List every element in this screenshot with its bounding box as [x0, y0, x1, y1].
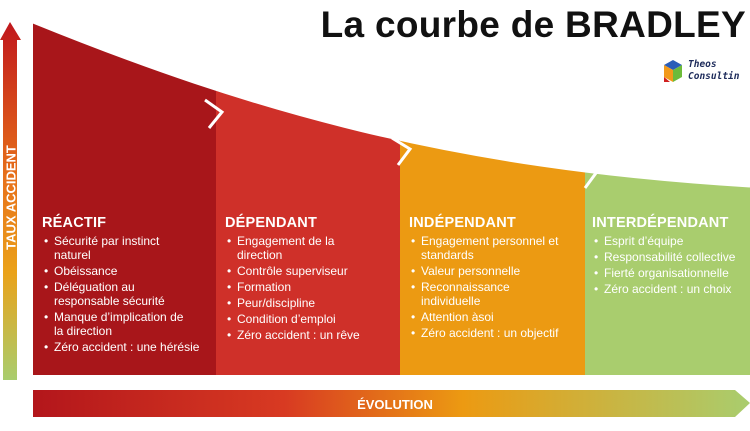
theos-logo: Theos Consultin: [662, 58, 739, 84]
stage-item: Zéro accident : un choix: [592, 282, 750, 296]
stage-item: Engagement personnel et standards: [409, 234, 571, 262]
stage-title: DÉPENDANT: [225, 215, 318, 231]
y-axis-arrow: [0, 22, 21, 380]
stage-title: INTERDÉPENDANT: [592, 215, 729, 231]
x-axis-label: ÉVOLUTION: [357, 397, 433, 412]
stage-item: Reconnaissance individuelle: [409, 280, 531, 308]
stage-interdependant: INTERDÉPENDANT Esprit d’équipe Responsab…: [592, 215, 750, 298]
stage-item: Attention àsoi: [409, 310, 581, 324]
stage-independant: INDÉPENDANT Engagement personnel et stan…: [409, 215, 581, 342]
cube-logo-icon: [664, 60, 682, 82]
logo-line-2: Consultin: [688, 71, 740, 82]
y-axis-label: TAUX ACCIDENT: [3, 145, 19, 250]
stage-item: Manque d’implication de la direction: [42, 310, 189, 338]
stage-item: Fierté organisationnelle: [592, 266, 750, 280]
stage-item: Obéissance: [42, 264, 214, 278]
stage-item: Zéro accident : un objectif: [409, 326, 581, 340]
chevron-2: [391, 136, 413, 166]
stage-item: Engagement de la direction: [225, 234, 342, 262]
stage-item: Valeur personnelle: [409, 264, 581, 278]
stage-dependant: DÉPENDANT Engagement de la direction Con…: [225, 215, 397, 344]
page-title: La courbe de BRADLEY: [320, 4, 746, 45]
stage-title: RÉACTIF: [42, 215, 107, 231]
stage-item: Esprit d’équipe: [592, 234, 750, 248]
stage-bg-interdependant: [585, 22, 750, 375]
chevron-3: [577, 162, 599, 189]
stage-item: Zéro accident : un rêve: [225, 328, 397, 342]
stage-item: Contrôle superviseur: [225, 264, 397, 278]
curve-line: [32, 20, 750, 188]
stage-item: Responsabilité collective: [592, 250, 750, 264]
logo-line-1: Theos: [688, 59, 717, 70]
stage-title: INDÉPENDANT: [409, 215, 516, 231]
stage-item: Sécurité par instinct naturel: [42, 234, 164, 262]
chevron-1: [204, 98, 225, 129]
stage-item: Déléguation au responsable sécurité: [42, 280, 179, 308]
x-axis-arrow: [33, 390, 750, 417]
stage-item: Peur/discipline: [225, 296, 397, 310]
stage-item: Condition d’emploi: [225, 312, 397, 326]
stage-item: Zéro accident : une hérésie: [42, 340, 214, 354]
stage-reactif: RÉACTIF Sécurité par instinct naturel Ob…: [42, 215, 214, 356]
stage-item: Formation: [225, 280, 397, 294]
